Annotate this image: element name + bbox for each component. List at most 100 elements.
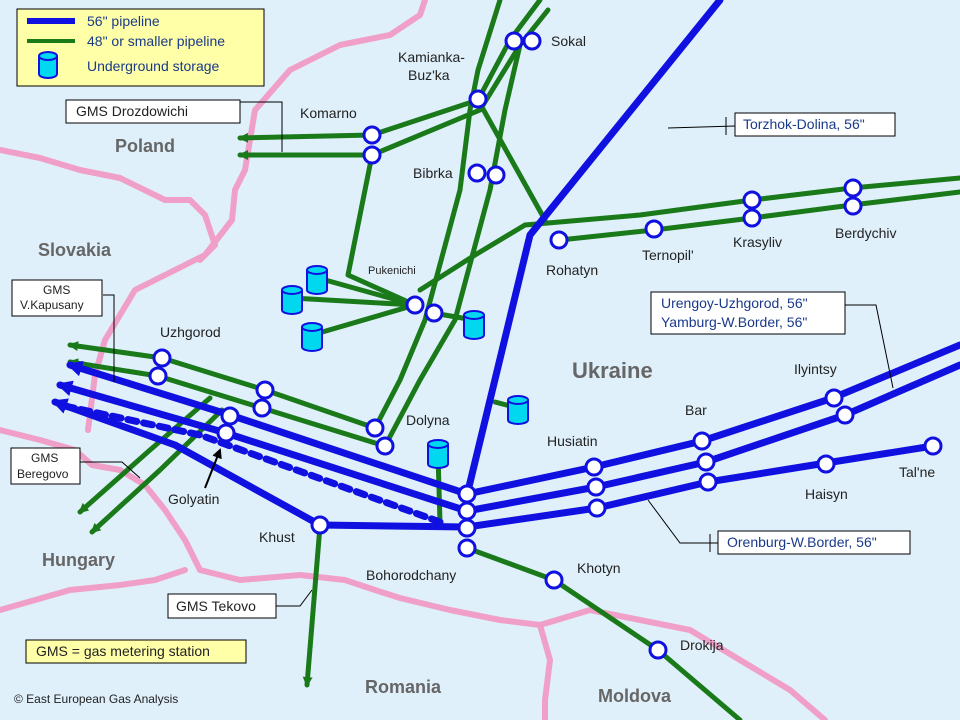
station-husiatin-2 — [586, 477, 606, 497]
station-uzhgorod-2 — [148, 366, 168, 386]
country-borders — [0, 0, 828, 720]
pipeline-labels: Torzhok-Dolina, 56" Urengoy-Uzhgorod, 56… — [647, 112, 911, 555]
pipeline-48-komarno-pukenichi — [345, 152, 418, 308]
border-poland-slovakia — [0, 147, 218, 263]
stations — [148, 31, 943, 660]
gms-beregovo-label-2: Beregovo — [17, 467, 69, 481]
city-drokija: Drokija — [680, 637, 724, 653]
station-bohor-4 — [457, 538, 477, 558]
storage-icon — [301, 322, 323, 352]
station-bar-2 — [696, 452, 716, 472]
station-husiatin-3 — [587, 498, 607, 518]
city-husiatin: Husiatin — [547, 433, 598, 449]
station-sokal-2 — [522, 31, 542, 51]
station-uzhgorod-1 — [152, 348, 172, 368]
station-pukenichi-2 — [424, 303, 444, 323]
city-bibrka: Bibrka — [413, 165, 453, 181]
city-bohorodchany: Bohorodchany — [366, 567, 456, 583]
city-ternopil: Ternopil' — [642, 247, 694, 263]
city-haisyn: Haisyn — [805, 486, 848, 502]
storage-icon — [427, 439, 449, 469]
city-golyatin: Golyatin — [168, 491, 219, 507]
legend-label-56: 56" pipeline — [87, 13, 160, 29]
station-berdychiv-2 — [843, 196, 863, 216]
gms-kapusany-box — [11, 279, 103, 317]
city-sokal: Sokal — [551, 33, 586, 49]
city-talne: Tal'ne — [899, 464, 935, 480]
leader-torzhok — [667, 125, 736, 129]
pipeline-48-east-3 — [417, 222, 528, 293]
border-poland-ukraine — [172, 0, 428, 273]
station-talne — [923, 436, 943, 456]
gms-drozdowichi-box — [65, 99, 241, 124]
city-dolyna: Dolyna — [406, 412, 450, 428]
pipeline-56-torzhok — [463, 0, 724, 499]
country-moldova: Moldova — [598, 686, 672, 706]
country-hungary: Hungary — [42, 550, 115, 570]
country-poland: Poland — [115, 136, 175, 156]
station-golyatin-1 — [220, 406, 240, 426]
station-komarno-1 — [362, 125, 382, 145]
gms-kapusany-label-2: V.Kapusany — [20, 298, 84, 312]
station-krasyliv-2 — [742, 208, 762, 228]
country-romania: Romania — [365, 677, 442, 697]
station-komarno-2 — [362, 145, 382, 165]
border-romania-lower — [0, 567, 188, 613]
pipeline-48-sokal-1 — [372, 0, 503, 431]
station-ilyintsy-1 — [824, 388, 844, 408]
pipeline-48-kamianka-rohatyn — [475, 97, 548, 223]
station-bohor-2 — [457, 501, 477, 521]
city-bar: Bar — [685, 402, 707, 418]
city-khotyn: Khotyn — [577, 560, 621, 576]
station-drokija — [648, 640, 668, 660]
urengoy-label: Urengoy-Uzhgorod, 56" — [661, 295, 808, 311]
copyright: © East European Gas Analysis — [14, 692, 178, 706]
legend-label-48: 48" or smaller pipeline — [87, 33, 225, 49]
legend: 56" pipeline 48" or smaller pipeline Und… — [16, 8, 265, 87]
orenburg-label-box — [717, 530, 911, 555]
gms-tekovo-label: GMS Tekovo — [176, 598, 256, 614]
border-moldova-east — [537, 607, 828, 720]
gms-tekovo-box — [167, 593, 277, 619]
gms-note: GMS = gas metering station — [36, 643, 210, 659]
gms-beregovo-label-1: GMS — [31, 451, 58, 465]
legend-label-storage: Underground storage — [87, 58, 220, 74]
city-komarno: Komarno — [300, 105, 357, 121]
pipeline-56-dashed — [56, 401, 444, 526]
orenburg-label: Orenburg-W.Border, 56" — [727, 534, 877, 550]
leader-orenburg — [647, 499, 718, 544]
pipeline-48-hungary-2 — [89, 407, 225, 535]
storage-icon — [306, 265, 328, 295]
city-krasyliv: Krasyliv — [733, 234, 782, 250]
country-slovakia: Slovakia — [38, 240, 112, 260]
city-ilyintsy: Ilyintsy — [794, 361, 837, 377]
station-dolyna-1 — [365, 418, 385, 438]
gms-note-box — [25, 639, 247, 664]
country-ukraine: Ukraine — [572, 358, 653, 383]
underground-storages — [281, 265, 529, 469]
pipeline-48-tekovo — [302, 523, 323, 688]
leader-tekovo — [276, 589, 313, 607]
storage-icon — [507, 395, 529, 425]
station-bar-3 — [698, 472, 718, 492]
storage-icon — [463, 310, 485, 340]
station-bohor-1 — [457, 484, 477, 504]
border-hungary-left — [0, 427, 543, 628]
station-haisyn — [816, 454, 836, 474]
gms-drozdowichi-label: GMS Drozdowichi — [76, 103, 188, 119]
torzhok-label: Torzhok-Dolina, 56" — [743, 116, 865, 132]
station-bibrka-1 — [467, 163, 487, 183]
station-golyatin-2 — [216, 423, 236, 443]
torzhok-label-box — [734, 112, 896, 137]
station-pukenichi-1 — [405, 295, 425, 315]
golyatin-pointer-arrow — [204, 448, 222, 489]
city-kamianka-line1: Kamianka- — [398, 49, 465, 65]
pipeline-48-storage-2 — [289, 295, 418, 308]
legend-storage-icon — [38, 51, 58, 79]
yamburg-label: Yamburg-W.Border, 56" — [661, 314, 807, 330]
city-berdychiv: Berdychiv — [835, 225, 896, 241]
station-berdychiv-1 — [843, 178, 863, 198]
border-moldova-west — [537, 622, 553, 720]
leader-urengoy — [845, 304, 894, 389]
